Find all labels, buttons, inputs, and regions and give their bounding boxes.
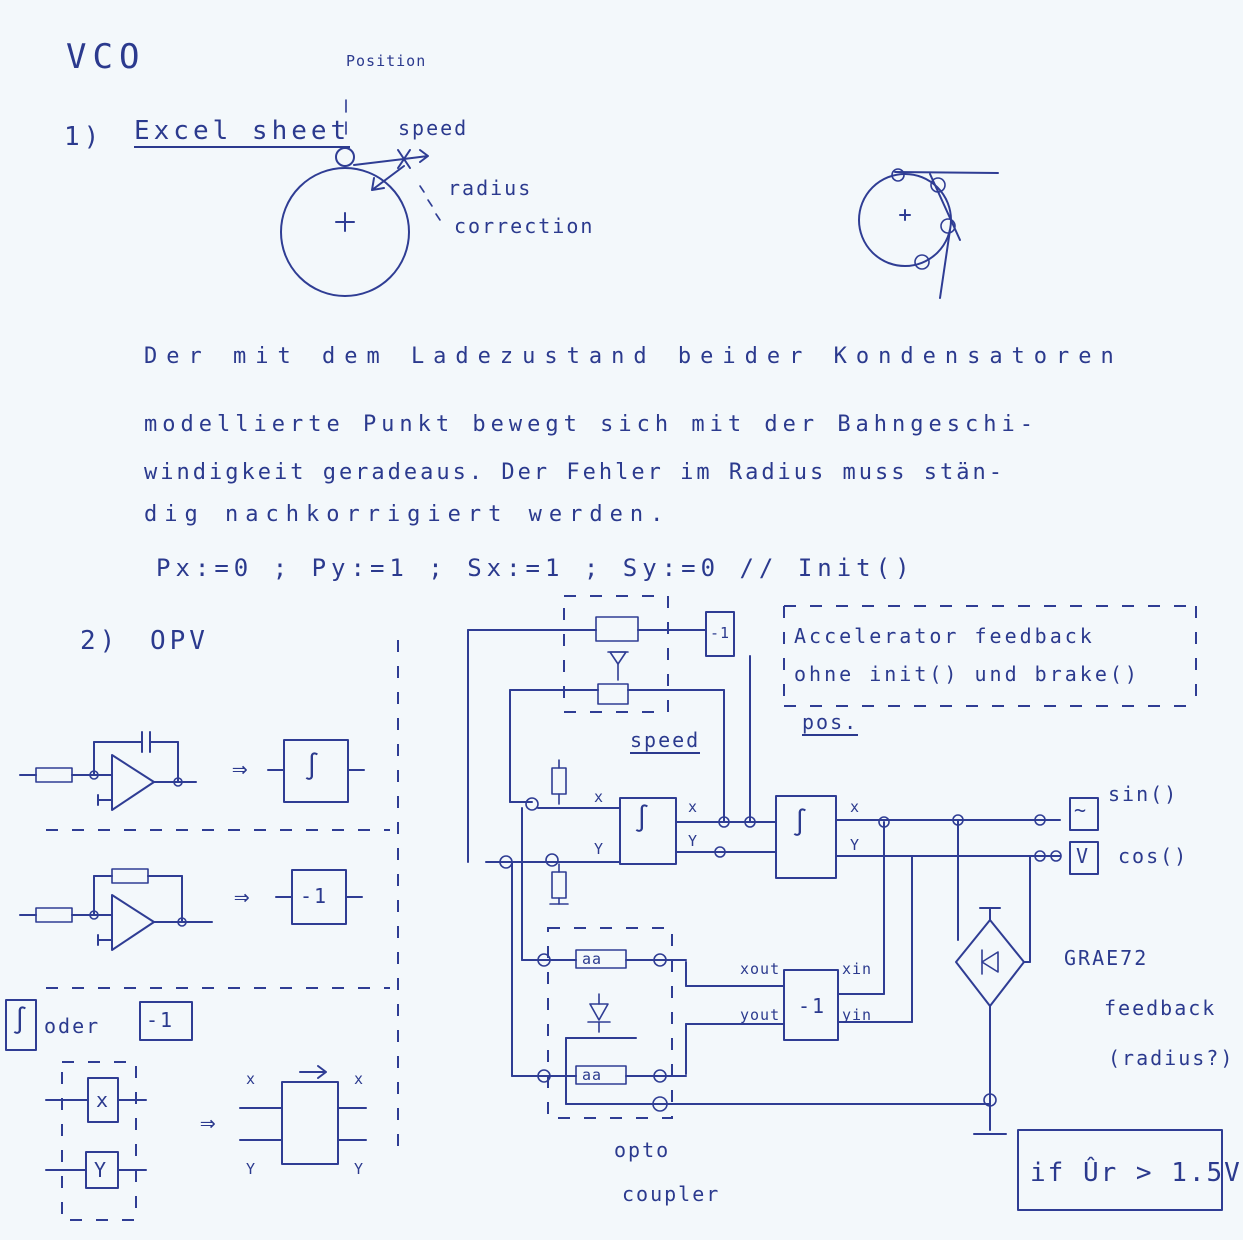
inverter-symbol: -1	[146, 1008, 175, 1032]
int1-y-in: Y	[594, 840, 605, 858]
yin-label: yin	[842, 1006, 873, 1024]
integrator-symbol: ∫	[304, 752, 324, 782]
y-cell-label: Y	[94, 1158, 109, 1182]
int1-x-out: x	[688, 798, 699, 816]
cos-symbol: V	[1076, 844, 1091, 868]
position-label: Position	[346, 52, 427, 70]
feedback-radius-label: (radius?)	[1108, 1046, 1235, 1070]
inverter-symbol: -1	[300, 884, 329, 908]
paragraph-line: dig nachkorrigiert werden.	[144, 502, 671, 527]
coupler-label: coupler	[622, 1182, 721, 1206]
xin-label: xin	[842, 960, 873, 978]
radius-label: radius	[448, 176, 533, 200]
block-x-in: x	[246, 1070, 257, 1088]
block-y-out: Y	[354, 1160, 365, 1178]
pos-label: pos.	[802, 710, 859, 736]
accelerator-note: ohne init() und brake()	[794, 662, 1140, 686]
block-x-out: x	[354, 1070, 365, 1088]
xout-label: xout	[740, 960, 781, 978]
section2-number: 2)	[80, 626, 120, 656]
integrator-symbol: ∫	[12, 1006, 32, 1036]
int2-y-out: Y	[850, 836, 861, 854]
speed-label: speed	[398, 116, 469, 140]
speed-block-label: speed	[630, 728, 701, 754]
paragraph-line: windigkeit geradeaus. Der Fehler im Radi…	[144, 460, 1005, 485]
x-cell-label: x	[96, 1088, 111, 1112]
page-title: VCO	[66, 37, 146, 77]
implies-arrow: ⇒	[232, 754, 252, 784]
rectifier-label: GRAE72	[1064, 946, 1149, 970]
int2-x-out: x	[850, 798, 861, 816]
opto-label: opto	[614, 1138, 671, 1162]
sin-output-label: sin()	[1108, 782, 1179, 806]
top-inverter-label: -1	[710, 624, 731, 642]
implies-arrow: ⇒	[200, 1108, 220, 1138]
bottom-inverter-label: -1	[798, 994, 827, 1018]
int1-x-in: x	[594, 788, 605, 806]
implies-arrow: ⇒	[234, 882, 254, 912]
oder-label: oder	[44, 1014, 101, 1038]
integrator-1-symbol: ∫	[634, 804, 654, 834]
correction-label: correction	[454, 214, 595, 238]
integrator-2-symbol: ∫	[792, 808, 812, 838]
orbit-circle	[280, 167, 410, 297]
init-code-line: Px:=0 ; Py:=1 ; Sx:=1 ; Sy:=0 // Init()	[156, 554, 915, 582]
sin-symbol: ~	[1074, 798, 1089, 822]
section1-number: 1)	[64, 122, 104, 152]
condition-label: if Ûr > 1.5V	[1030, 1158, 1242, 1188]
int1-y-out: Y	[688, 832, 699, 850]
opto-box-label: aa	[582, 950, 603, 968]
section2-heading: OPV	[150, 626, 209, 656]
block-y-in: Y	[246, 1160, 257, 1178]
opto-box-label: aa	[582, 1066, 603, 1084]
position-point	[335, 147, 355, 167]
cos-output-label: cos()	[1118, 844, 1189, 868]
paragraph-line: modellierte Punkt bewegt sich mit der Ba…	[144, 412, 1039, 437]
yout-label: yout	[740, 1006, 781, 1024]
accelerator-note: Accelerator feedback	[794, 624, 1095, 648]
section1-heading: Excel sheet	[134, 116, 351, 148]
paragraph-line: Der mit dem Ladezustand beider Kondensat…	[144, 344, 1123, 369]
feedback-label: feedback	[1104, 996, 1217, 1020]
